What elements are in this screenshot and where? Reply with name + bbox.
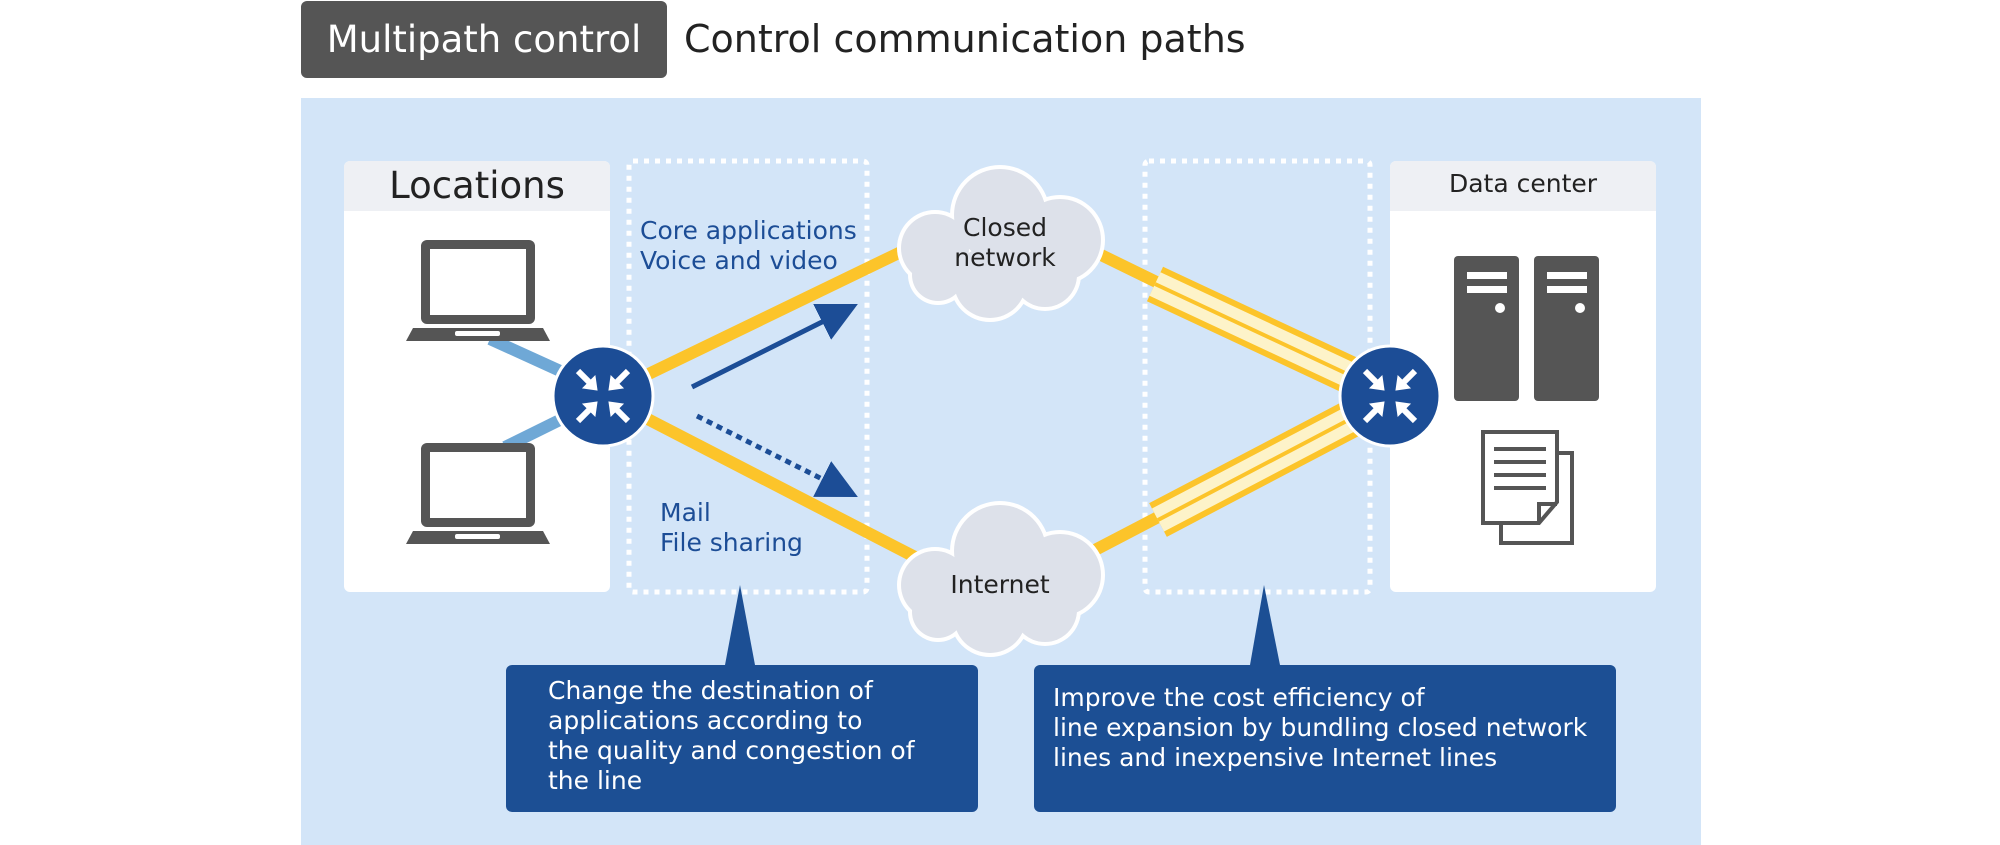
- data-center-title: Data center: [1390, 161, 1656, 211]
- dotted-zone-right: [1142, 158, 1373, 595]
- callout-left-line1: Change the destination of: [548, 676, 873, 705]
- bundled-line-top: [1146, 266, 1367, 397]
- callout-right-line1: Improve the cost efficiency of: [1053, 683, 1425, 712]
- router-arrows-icon-left: [551, 344, 655, 448]
- traffic-label-core-line1: Core applications: [640, 216, 857, 245]
- traffic-label-core: Core applications Voice and video: [640, 216, 857, 276]
- traffic-label-mail: Mail File sharing: [660, 498, 803, 558]
- bundled-line-bottom: [1149, 398, 1367, 537]
- server-tower-icon-right: [1534, 256, 1599, 401]
- traffic-label-mail-line1: Mail: [660, 498, 711, 527]
- callout-left-line3: the quality and congestion of: [548, 736, 915, 765]
- callout-pointer-right: [1250, 585, 1280, 665]
- arrow-mail: [695, 413, 858, 497]
- cloud-label-closed-line2: network: [954, 243, 1056, 272]
- cloud-label-internet: Internet: [950, 570, 1050, 599]
- callout-left-line4: the line: [548, 766, 643, 795]
- locations-title: Locations: [344, 161, 610, 211]
- cloud-icon-internet: [897, 501, 1105, 657]
- cloud-icon-closed-network: [897, 165, 1105, 322]
- callout-right: Improve the cost efficiency of line expa…: [1034, 665, 1616, 812]
- line-left-to-closed: [600, 244, 908, 402]
- router-arrows-icon-right: [1338, 344, 1442, 448]
- server-tower-icon-left: [1454, 256, 1519, 401]
- callout-right-line3: lines and inexpensive Internet lines: [1053, 743, 1498, 772]
- documents-icon: [1481, 430, 1574, 545]
- callout-right-line2: line expansion by bundling closed networ…: [1053, 713, 1588, 742]
- section-badge: Multipath control: [301, 1, 667, 78]
- section-subtitle: Control communication paths: [684, 17, 1246, 61]
- arrow-core-apps: [690, 304, 858, 390]
- traffic-label-core-line2: Voice and video: [640, 246, 838, 275]
- laptop-icon-top: [406, 240, 550, 341]
- line-left-to-internet: [600, 390, 918, 563]
- cloud-label-closed-line1: Closed: [963, 213, 1047, 242]
- callout-left-line2: applications according to: [548, 706, 863, 735]
- callout-left: Change the destination of applications a…: [506, 665, 978, 812]
- callout-pointer-left: [725, 585, 755, 665]
- laptop-icon-bottom: [406, 443, 550, 544]
- cloud-label-closed: Closed network: [930, 213, 1080, 273]
- traffic-label-mail-line2: File sharing: [660, 528, 803, 557]
